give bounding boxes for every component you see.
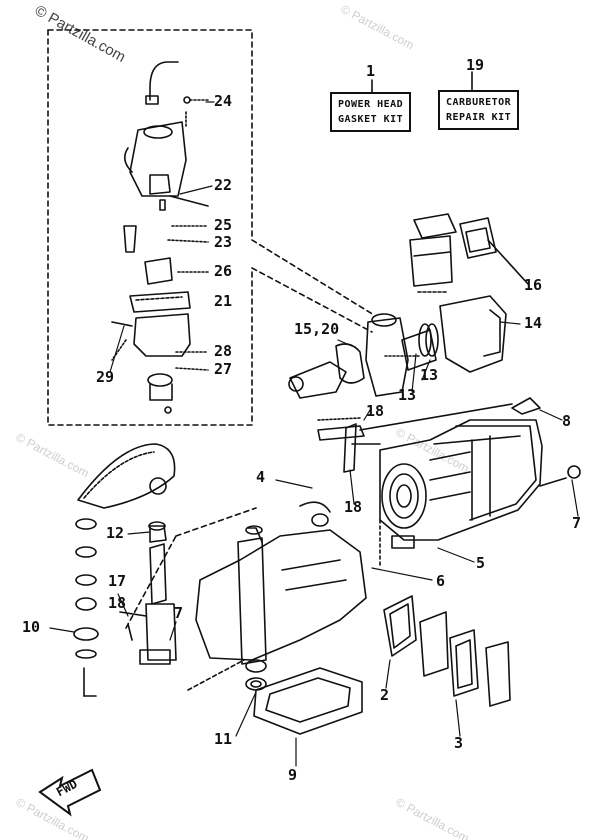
- crankcase: [195, 501, 367, 673]
- callout-13-lower: 13: [398, 386, 417, 404]
- callout-28: 28: [214, 342, 233, 360]
- reed-valve-assembly: [409, 213, 529, 293]
- power-head-gasket-kit-box: POWER HEAD GASKET KIT: [330, 92, 412, 132]
- callout-21: 21: [214, 292, 233, 310]
- carburetor-frame: [47, 29, 253, 241]
- callout-26: 26: [214, 262, 233, 280]
- callout-18-left: 18: [108, 594, 127, 612]
- callout-7-right: 7: [572, 514, 582, 532]
- base-gasket: [245, 667, 363, 735]
- callout-10: 10: [22, 618, 41, 636]
- callout-18-middle: 18: [344, 498, 363, 516]
- callout-13-upper: 13: [420, 366, 439, 384]
- fwd-arrow: [38, 768, 102, 817]
- carburetor-assembly: [111, 61, 211, 414]
- gaskets-2-3: [383, 595, 511, 707]
- carburetor-repair-kit-box: CARBURETOR REPAIR KIT: [438, 90, 520, 130]
- callout-9: 9: [288, 766, 298, 784]
- callout-17: 17: [108, 572, 127, 590]
- callout-15-20: 15,20: [294, 320, 340, 338]
- cylinder-block: [317, 397, 581, 569]
- callout-18-upper: 18: [366, 402, 385, 420]
- callout-7-left: 7: [174, 604, 184, 622]
- callout-11: 11: [214, 730, 233, 748]
- callout-8: 8: [562, 412, 572, 430]
- callout-24: 24: [214, 92, 233, 110]
- callout-6: 6: [436, 572, 446, 590]
- callout-5: 5: [476, 554, 486, 572]
- callout-3: 3: [454, 734, 464, 752]
- callout-27: 27: [214, 360, 233, 378]
- kit-label-line1: CARBURETOR: [446, 97, 512, 108]
- callout-16: 16: [524, 276, 543, 294]
- kit-number-power-head: 1: [366, 62, 376, 80]
- callout-2: 2: [380, 686, 390, 704]
- callout-4: 4: [256, 468, 266, 486]
- callout-25: 25: [214, 216, 233, 234]
- callout-29: 29: [96, 368, 115, 386]
- kit-label-line1: POWER HEAD: [338, 99, 404, 110]
- kit-label-line2: GASKET KIT: [338, 114, 404, 125]
- callout-12: 12: [106, 524, 125, 542]
- crankshaft-assembly: [73, 443, 177, 665]
- callout-23: 23: [214, 233, 233, 251]
- callout-22: 22: [214, 176, 233, 194]
- kit-number-carburetor: 19: [466, 56, 485, 74]
- callout-14: 14: [524, 314, 543, 332]
- kit-label-line2: REPAIR KIT: [446, 112, 512, 123]
- intake-manifold: [288, 295, 507, 399]
